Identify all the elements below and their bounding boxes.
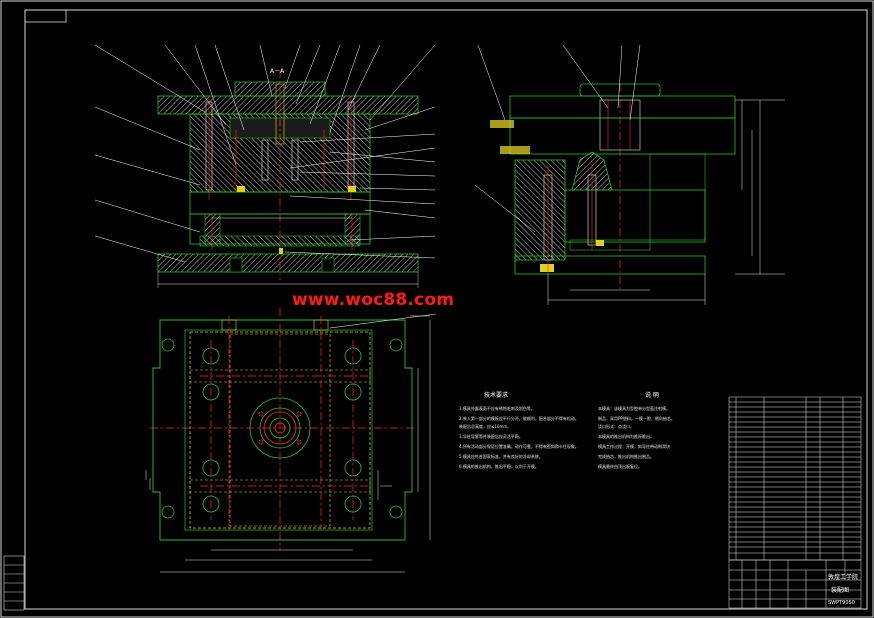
tech-req-line: 4.所有活动部分保证位置准确，动作可靠，不得有歪斜和卡住现象。: [459, 444, 579, 449]
tech-req-line: 1.模具外露表面不应有锈蚀毛刺及划伤等。: [459, 406, 535, 411]
front-section-view: [157, 70, 419, 288]
side-section-view: [474, 44, 785, 305]
title-block: [728, 559, 862, 609]
front-view-leaders: [94, 44, 436, 263]
tech-req-line: 2.装入第一部分的模板应平行分开，能顺利，配合部分不得有松动。: [459, 416, 579, 421]
tech-req-line: 装配后总高度，应≤10mm。: [459, 424, 512, 429]
description-line: 模具工作过程：开模，斜导柱带动侧滑块: [598, 444, 670, 449]
tech-req-line: 5.模具应符合国家标准，并有良好的冷却系统。: [459, 454, 543, 459]
technical-requirements-title: 技术要求: [484, 392, 509, 399]
right-arrows: [145, 470, 392, 487]
description-line: 本模具的推出机构为推杆推出。: [598, 434, 654, 439]
description-line: 浇口形式：点浇口。: [598, 424, 634, 429]
plan-view: [149, 308, 437, 573]
description-title: 说 明: [645, 392, 659, 399]
description-line: 模具最终由顶出板复位。: [598, 464, 642, 469]
description-line: 制品：采用PP塑料，一模一腔，侧向抽芯。: [598, 416, 675, 421]
watermark-text: www.woc88.com: [292, 290, 455, 310]
section-label: A－A: [270, 68, 285, 75]
parts-list-table: [728, 396, 862, 561]
description-line: 本模具：该模具为型腔单分型面注射模。: [598, 406, 670, 411]
description-line: 完成抽芯，推出机构推出制品。: [598, 454, 654, 459]
tech-req-line: 6.模具的推出机构，推出平稳，以利于开模。: [459, 464, 539, 469]
top-clamp-plate: [157, 95, 419, 115]
tech-req-line: 3.导柱导套等件装配后应灵活平稳。: [459, 434, 523, 439]
drawing-name: 装配图: [831, 587, 850, 594]
bottom-clamp-plate: [157, 253, 419, 273]
drawing-code: SWPT9050: [828, 600, 855, 606]
school-name: 敦煌工学院: [828, 574, 859, 581]
